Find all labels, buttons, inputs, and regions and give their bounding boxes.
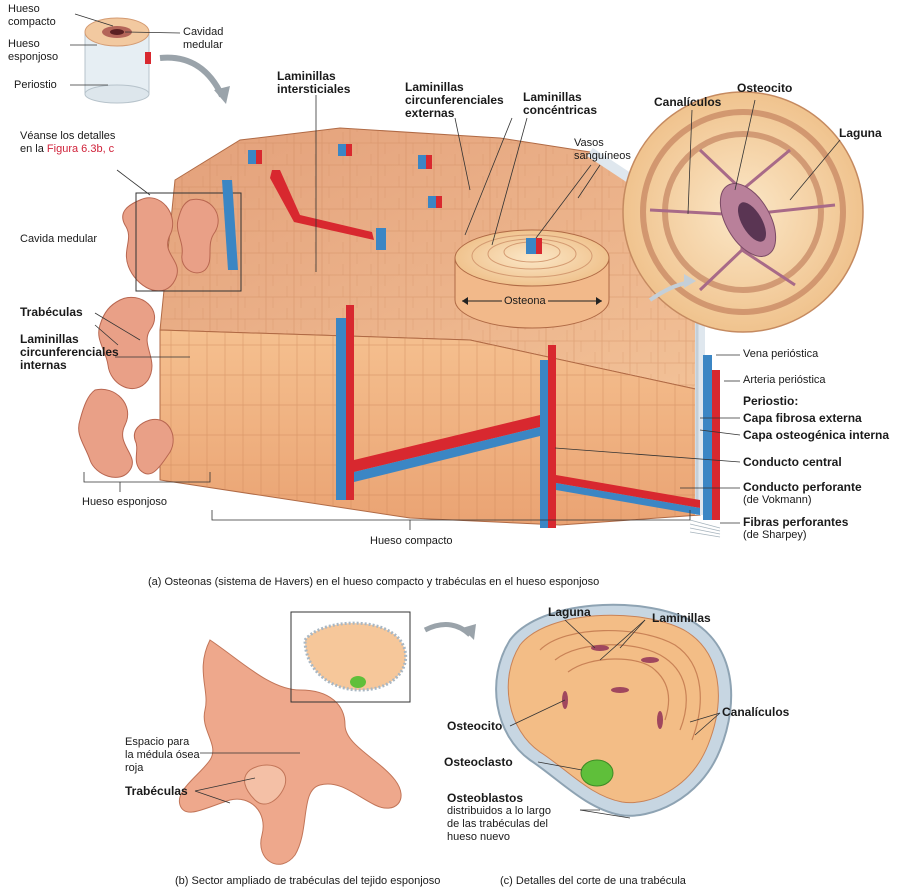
label-laguna-a: Laguna (839, 127, 882, 140)
label-line: la médula ósea (125, 749, 200, 762)
label-cavida-medular: Cavida medular (20, 233, 97, 246)
small-section (305, 623, 406, 690)
label-laminillas-concentricas: Laminillas concéntricas (523, 91, 597, 117)
label-line: distribuidos a lo largo (447, 805, 551, 818)
label-line: Hueso (8, 38, 58, 51)
label-vena-periostica: Vena perióstica (743, 348, 818, 361)
label-hueso-esponjoso-a: Hueso esponjoso (82, 496, 167, 509)
label-conducto-central: Conducto central (743, 456, 842, 469)
label-cavidad-medular: Cavidad medular (183, 26, 223, 52)
label-laminillas-circ-internas: Laminillas circunferenciales internas (20, 333, 119, 372)
label-osteoblastos: Osteoblastos (447, 792, 523, 805)
osteon-cylinder (455, 230, 609, 328)
label-conducto-perforante: Conducto perforante (743, 481, 862, 494)
label-fibras-perforantes: Fibras perforantes (743, 516, 848, 529)
sharpey-fibers (690, 520, 720, 537)
label-line: Vasos (574, 137, 631, 150)
label-de-sharpey: (de Sharpey) (743, 529, 807, 542)
label-en-la: en la (20, 143, 44, 155)
label-line: en la Figura 6.3b, c (20, 143, 115, 156)
caption-b: (b) Sector ampliado de trabéculas del te… (175, 875, 440, 887)
label-line: externas (405, 107, 504, 120)
pointer-arrow-top (160, 58, 222, 96)
label-canaliculos-c: Canalículos (722, 706, 789, 719)
label-vasos-sanguineos: Vasos sanguíneos (574, 137, 631, 163)
label-line: Espacio para (125, 736, 200, 749)
label-line: internas (20, 359, 119, 372)
label-hueso-esponjoso-top: Hueso esponjoso (8, 38, 58, 64)
figure-reference-link[interactable]: Figura 6.3b, c (47, 143, 114, 155)
label-periostio-top: Periostio (14, 79, 57, 92)
label-line: esponjoso (8, 51, 58, 64)
label-trabeculas-a: Trabéculas (20, 306, 83, 319)
label-canaliculos-a: Canalículos (654, 96, 721, 109)
label-line: Cavidad (183, 26, 223, 39)
label-capa-fibrosa: Capa fibrosa externa (743, 412, 862, 425)
caption-a: (a) Osteonas (sistema de Havers) en el h… (148, 576, 599, 588)
label-espacio-medula: Espacio para la médula ósea roja (125, 736, 200, 775)
label-hueso-compacto-a: Hueso compacto (370, 535, 453, 548)
bone-cylinder-icon (85, 18, 151, 103)
label-periostio-title: Periostio: (743, 395, 798, 408)
label-line: medular (183, 39, 223, 52)
label-line: Véanse los detalles (20, 130, 115, 143)
label-de-vokmann: (de Vokmann) (743, 494, 811, 507)
label-osteoclasto: Osteoclasto (444, 756, 513, 769)
label-hueso-compacto: Hueso compacto (8, 3, 56, 29)
label-arteria-periostica: Arteria perióstica (743, 374, 826, 387)
label-laguna-c: Laguna (548, 606, 591, 619)
label-osteoblastos-desc: distribuidos a lo largo de las trabécula… (447, 805, 551, 844)
label-line: compacto (8, 16, 56, 29)
label-laminillas-circ-externas: Laminillas circunferenciales externas (405, 81, 504, 120)
label-line: roja (125, 762, 200, 775)
label-osteocito-c: Osteocito (447, 720, 502, 733)
label-line: de las trabéculas del (447, 818, 551, 831)
label-capa-osteogenica: Capa osteogénica interna (743, 429, 889, 442)
label-line: intersticiales (277, 83, 350, 96)
label-osteona: Osteona (502, 295, 548, 308)
osteoclast-shape (581, 760, 613, 786)
label-line: Hueso (8, 3, 56, 16)
trabecula-section (496, 605, 731, 816)
label-laminillas-intersticiales: Laminillas intersticiales (277, 70, 350, 96)
label-line: sanguíneos (574, 150, 631, 163)
label-veanse: Véanse los detalles en la Figura 6.3b, c (20, 130, 115, 156)
label-laminillas-c: Laminillas (652, 612, 711, 625)
label-osteocito-a: Osteocito (737, 82, 792, 95)
pointer-arrow-b (425, 625, 470, 635)
caption-c: (c) Detalles del corte de una trabécula (500, 875, 686, 887)
label-line: concéntricas (523, 104, 597, 117)
label-line: hueso nuevo (447, 831, 551, 844)
label-trabeculas-b: Trabéculas (125, 785, 188, 798)
